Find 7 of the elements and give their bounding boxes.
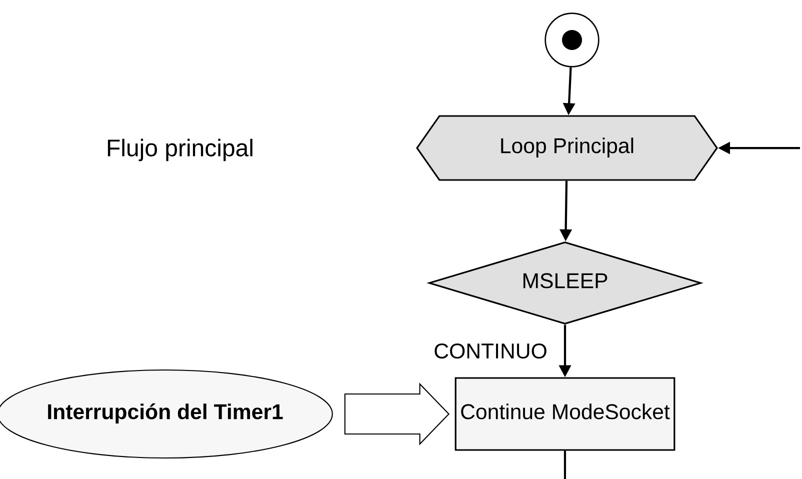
section-label: Flujo principal [108, 138, 252, 162]
process-box: Continue ModeSocket [454, 377, 676, 451]
start-circle [544, 12, 600, 68]
loop-hexagon: Loop Principal [416, 115, 718, 181]
connector-line [564, 450, 566, 479]
edge-label: CONTINUO [432, 342, 549, 360]
block-arrow [344, 382, 450, 446]
